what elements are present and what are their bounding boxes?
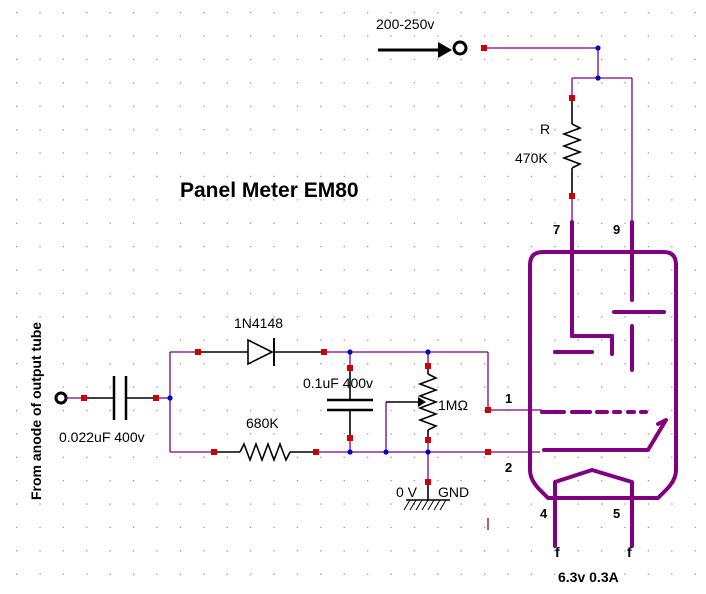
junction-node — [595, 75, 601, 81]
terminal-square — [211, 449, 217, 455]
terminal-square — [321, 349, 327, 355]
diode-1n4148: 1N4148 — [198, 315, 324, 366]
junction-node — [425, 349, 431, 355]
resistor-r-470k: R 470K — [515, 98, 583, 196]
terminal-square — [81, 395, 87, 401]
supply-terminal — [452, 40, 468, 56]
supply-arrowhead-icon — [438, 42, 452, 58]
potentiometer-label: 1MΩ — [438, 397, 468, 413]
em80-tube — [528, 220, 678, 548]
input-terminal — [54, 391, 68, 405]
junction-node — [595, 45, 601, 51]
terminal-square — [195, 349, 201, 355]
terminal-square — [425, 479, 431, 485]
pin-4-label: 4 — [540, 506, 548, 521]
filter-capacitor: 0.1uF 400v — [303, 352, 373, 452]
filter-capacitor-label: 0.1uF 400v — [303, 375, 373, 391]
junction-node — [383, 449, 389, 455]
coupling-capacitor-label: 0.022uF 400v — [59, 429, 145, 445]
resistor-680k: 680K — [214, 415, 316, 463]
component-terminals — [81, 45, 575, 485]
dot-grid — [16, 12, 696, 575]
pin-5-label: 5 — [613, 506, 620, 521]
diode-label: 1N4148 — [234, 315, 283, 331]
terminal-square — [347, 435, 353, 441]
heater-f1-label: f — [555, 544, 560, 560]
ground-symbol: 0 V GND — [396, 452, 469, 511]
terminal-square — [313, 449, 319, 455]
heater-f2-label: f — [627, 544, 632, 560]
coupling-capacitor: 0.022uF 400v — [59, 376, 145, 445]
terminal-square — [485, 407, 491, 413]
terminal-square — [481, 45, 487, 51]
terminal-square — [569, 193, 575, 199]
gnd-label: GND — [438, 484, 469, 500]
junction-node — [347, 449, 353, 455]
terminal-square — [569, 95, 575, 101]
diagram-title: Panel Meter EM80 — [180, 179, 359, 202]
zero-volt-label: 0 V — [396, 484, 418, 500]
pin-7-label: 7 — [553, 222, 560, 237]
terminal-square — [153, 395, 159, 401]
pin-1-label: 1 — [505, 391, 512, 406]
junction-nodes — [167, 45, 601, 455]
junction-node — [167, 395, 173, 401]
supply-label: 200-250v — [376, 16, 434, 32]
supply-input: 200-250v — [376, 16, 468, 58]
pin-2-label: 2 — [505, 460, 512, 475]
terminal-square — [485, 449, 491, 455]
terminal-square — [425, 437, 431, 443]
pin-9-label: 9 — [613, 222, 620, 237]
junction-node — [425, 449, 431, 455]
resistor-680k-label: 680K — [246, 415, 279, 431]
terminal-square — [347, 365, 353, 371]
junction-node — [347, 349, 353, 355]
input-label: From anode of output tube — [28, 322, 44, 500]
resistor-r-label: R — [540, 121, 550, 137]
heater-spec-label: 6.3v 0.3A — [558, 569, 619, 585]
terminal-square — [425, 363, 431, 369]
resistor-r-value: 470K — [515, 150, 548, 166]
